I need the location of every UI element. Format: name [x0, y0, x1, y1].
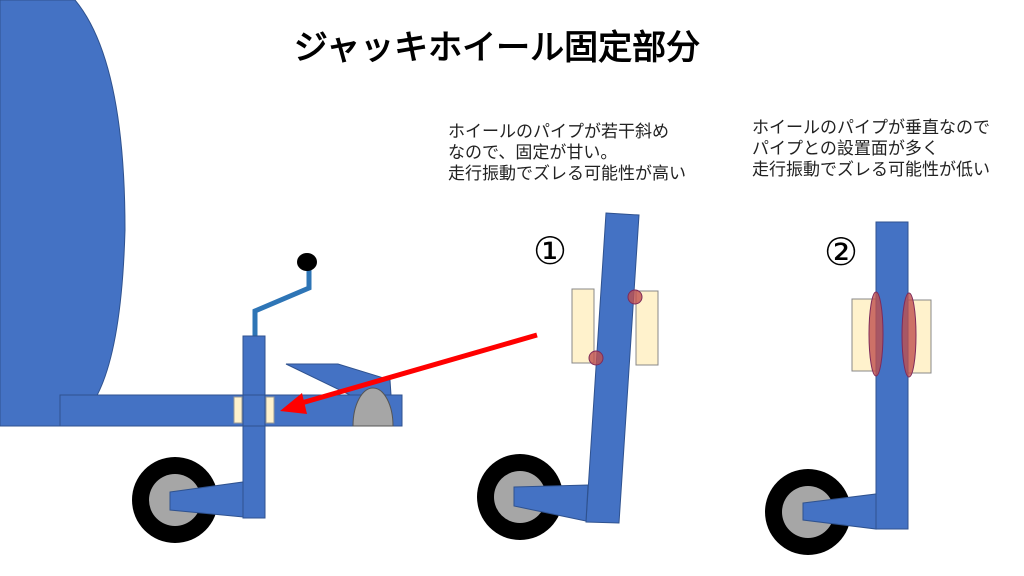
clamp-left [233, 396, 243, 424]
case1-pipe [585, 212, 640, 524]
case1-clamp-right [635, 290, 659, 366]
case1-contact-top [627, 289, 643, 305]
handle-knob [297, 253, 317, 271]
case1-note-line: 走行振動でズレる可能性が高い [448, 164, 686, 184]
pointer-arrow [297, 332, 538, 407]
trailer-beam [59, 394, 403, 427]
case2-note-line: 走行振動でズレる可能性が低い [752, 160, 990, 180]
case2-number: ② [824, 230, 859, 274]
case2-contact-right [901, 292, 917, 378]
case2-contact-left [868, 291, 884, 377]
case2-wheel-arm [802, 493, 877, 530]
case1-number: ① [533, 229, 568, 273]
tail-light [352, 387, 394, 427]
case1-note: ホイールのパイプが若干斜め なので、固定が甘い。 走行振動でズレる可能性が高い [448, 122, 686, 185]
case1-wheel-arm [513, 484, 589, 522]
case2-pipe [875, 221, 909, 530]
case2-note-line: ホイールのパイプが垂直なので [752, 118, 990, 138]
case1-contact-bottom [588, 350, 604, 366]
case1-note-line: なので、固定が甘い。 [448, 143, 618, 163]
case1-clamp-left [571, 288, 595, 364]
clamp-right [265, 396, 275, 424]
case1-note-line: ホイールのパイプが若干斜め [448, 122, 669, 142]
case2-note: ホイールのパイプが垂直なので パイプとの設置面が多く 走行振動でズレる可能性が低… [752, 118, 990, 181]
jack-post [242, 335, 266, 519]
page-title: ジャッキホイール固定部分 [293, 28, 701, 68]
arrow-head-icon [280, 393, 307, 414]
case2-note-line: パイプとの設置面が多く [752, 139, 939, 159]
crank-handle [252, 265, 312, 337]
